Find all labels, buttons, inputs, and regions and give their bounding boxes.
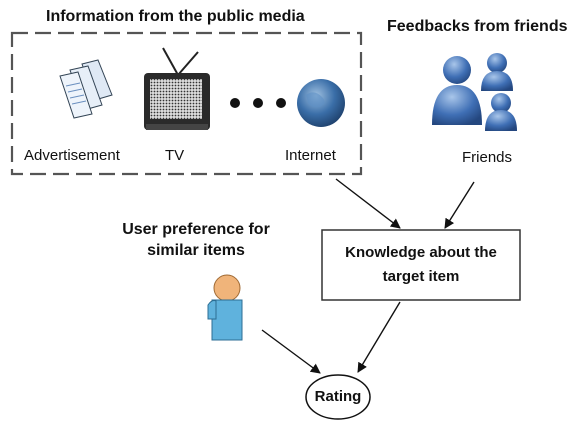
media-item-tv: TV — [165, 147, 185, 164]
ellipsis-icon — [230, 98, 286, 108]
friends-label: Friends — [462, 149, 513, 166]
tv-icon — [144, 47, 210, 130]
knowledge-line2: target item — [382, 268, 460, 285]
friends-title: Feedbacks from friends — [387, 18, 568, 35]
globe-icon — [297, 79, 345, 127]
user-title-line2: similar items — [147, 242, 245, 259]
arrow-media-to-knowledge — [335, 178, 401, 229]
user-icon — [207, 274, 243, 341]
friends-icon — [432, 53, 517, 131]
media-item-internet: Internet — [285, 147, 336, 164]
arrow-user-to-rating — [261, 329, 321, 374]
arrow-friends-to-knowledge — [444, 181, 475, 229]
arrow-knowledge-to-rating — [357, 301, 401, 373]
rating-node — [305, 374, 371, 420]
media-group-box — [10, 31, 363, 176]
knowledge-box — [321, 229, 521, 301]
media-title: Information from the public media — [46, 8, 305, 25]
media-item-advertisement: Advertisement — [24, 147, 120, 164]
rating-label: Rating — [314, 388, 362, 405]
documents-icon — [59, 59, 113, 119]
user-title-line1: User preference for — [122, 221, 270, 238]
knowledge-line1: Knowledge about the — [345, 244, 497, 261]
